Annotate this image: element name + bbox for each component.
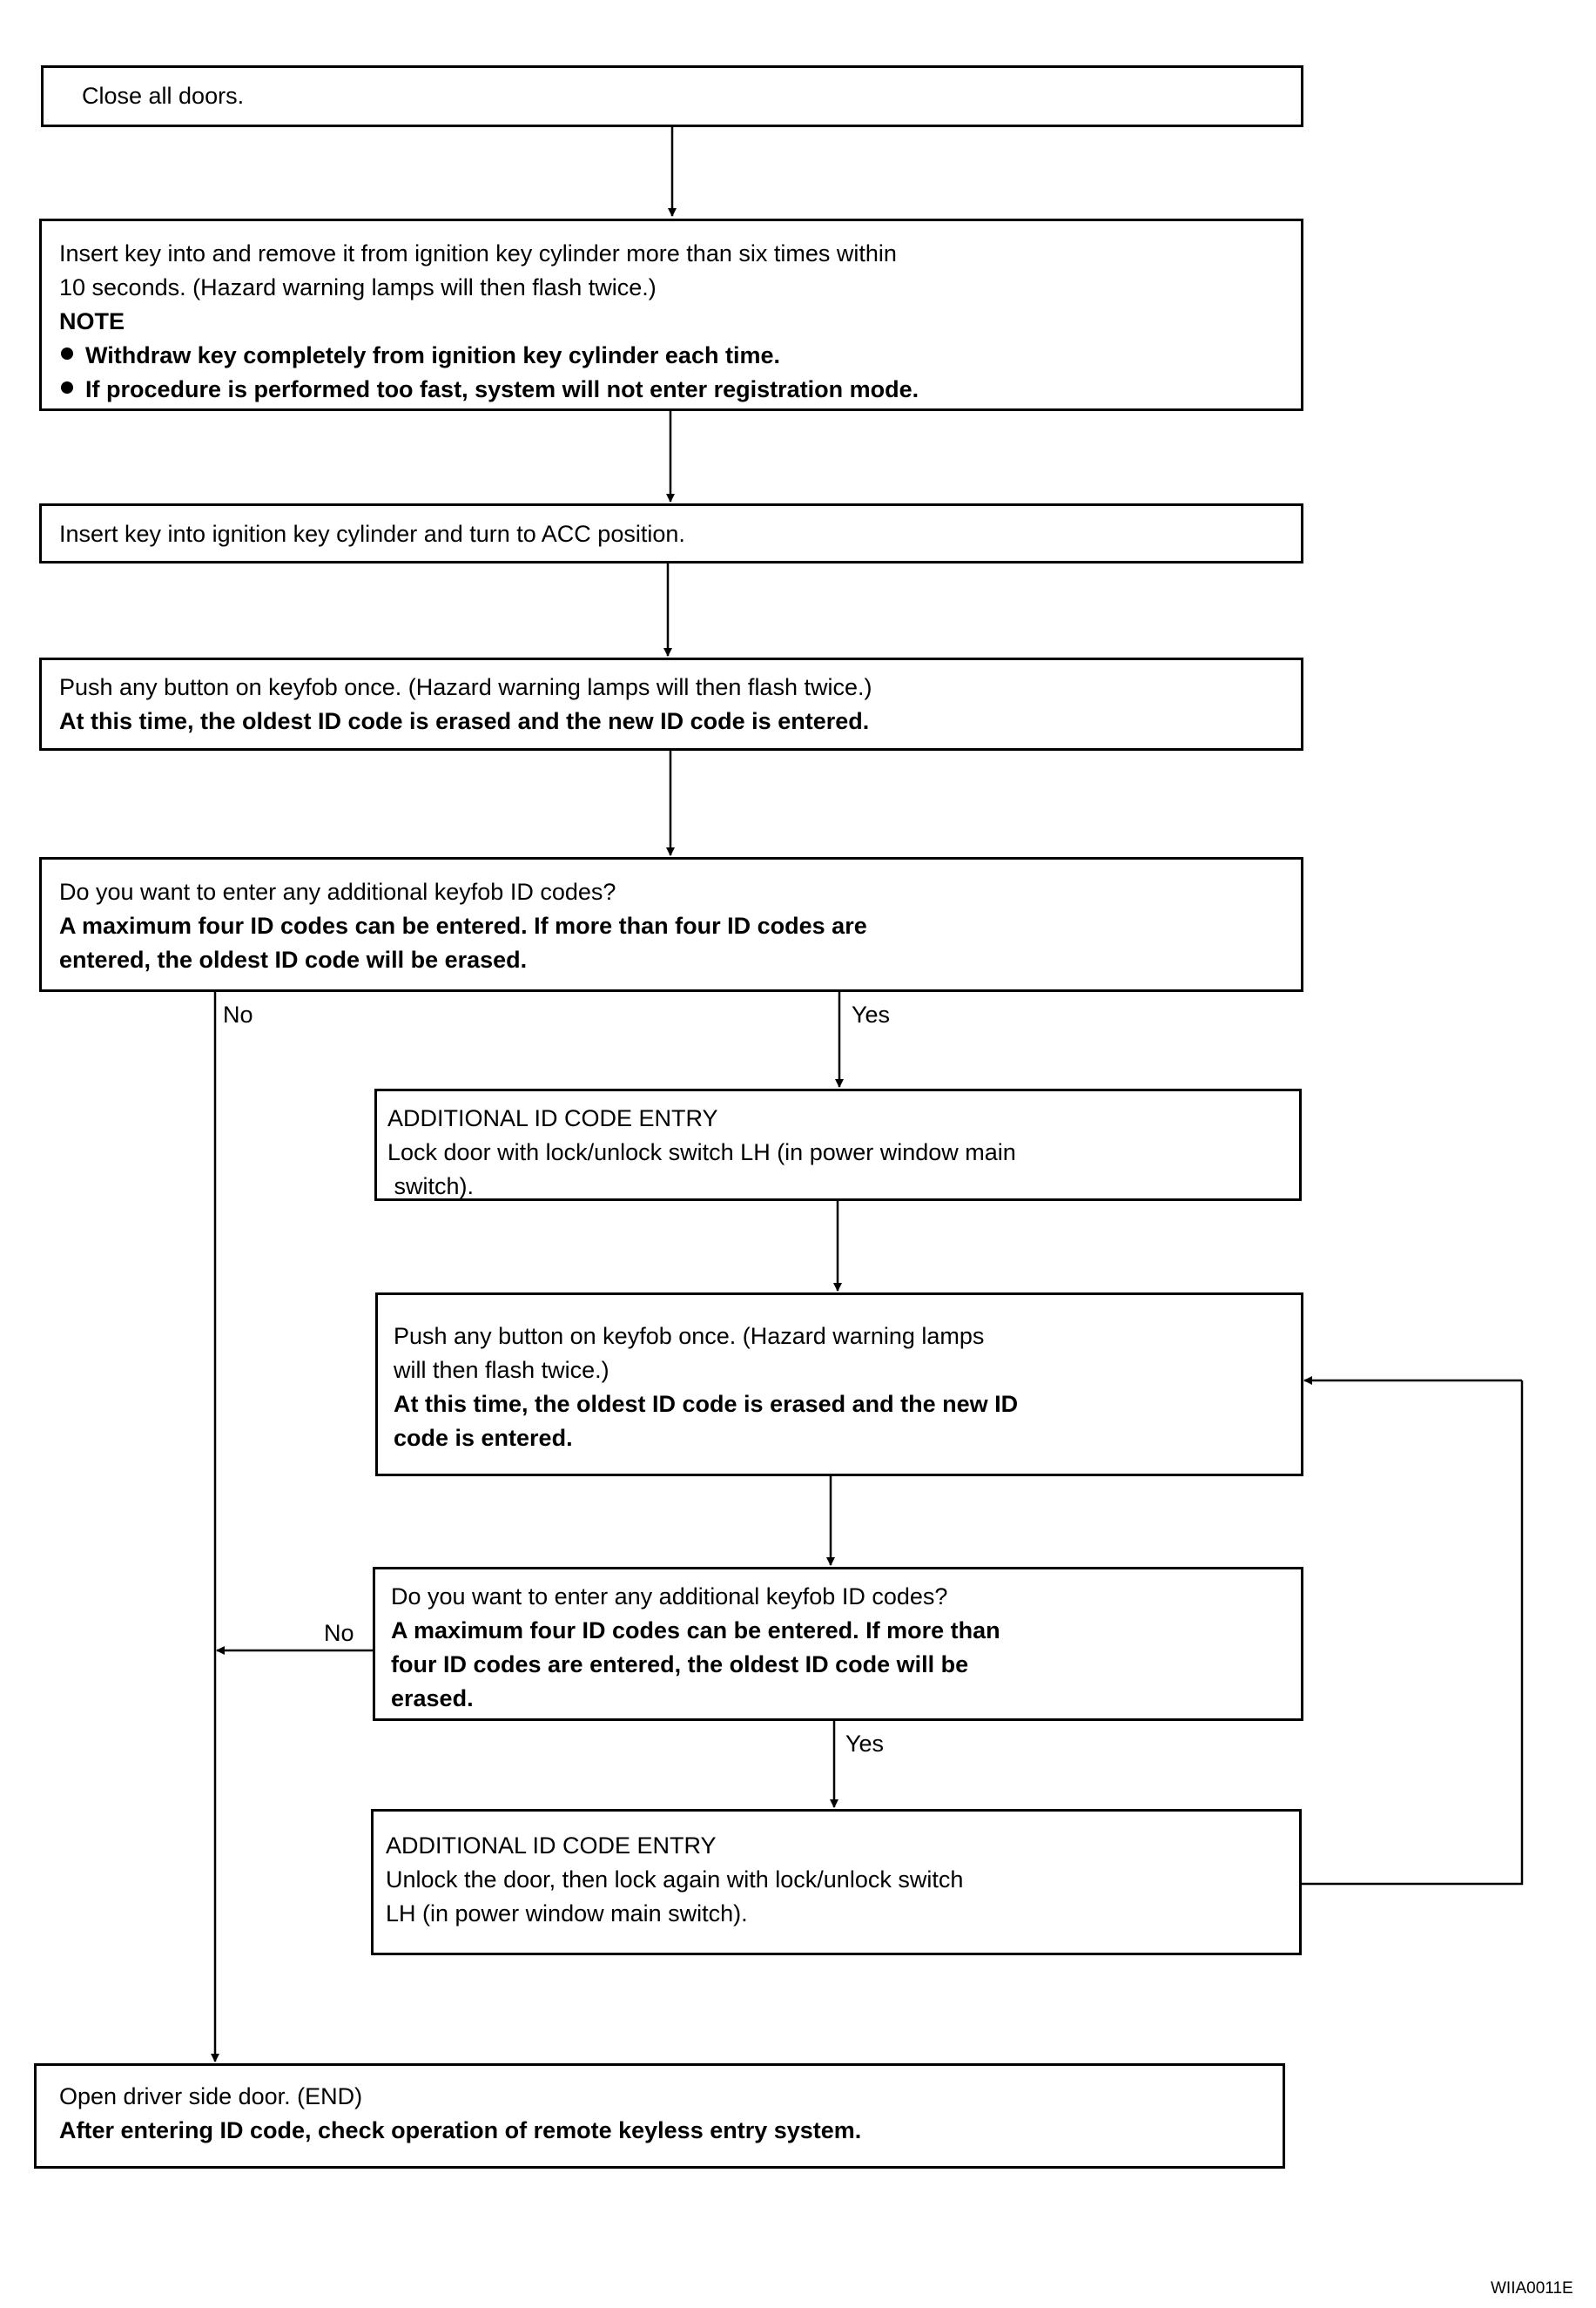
additional-codes-question-1: Do you want to enter any additional keyf… xyxy=(39,857,1303,992)
q2-no-label: No xyxy=(324,1620,354,1646)
end-box: Open driver side door. (END) After enter… xyxy=(34,2063,1285,2169)
q2-line1: Do you want to enter any additional keyf… xyxy=(391,1583,948,1610)
push-button-2-line4: code is entered. xyxy=(394,1425,573,1451)
note-title: NOTE xyxy=(59,308,125,334)
figure-code: WIIA0011E xyxy=(1491,2279,1573,2298)
entry-unlock-line3: LH (in power window main switch). xyxy=(386,1900,748,1927)
push-button-2-line3: At this time, the oldest ID code is eras… xyxy=(394,1391,1019,1417)
entry-lock-line1: ADDITIONAL ID CODE ENTRY xyxy=(387,1105,718,1131)
insert-remove-line1: Insert key into and remove it from ignit… xyxy=(59,240,897,267)
push-button-1-line2: At this time, the oldest ID code is eras… xyxy=(59,708,870,734)
q2-line3: four ID codes are entered, the oldest ID… xyxy=(391,1651,969,1677)
close-all-doors-text: Close all doors. xyxy=(82,83,245,109)
q1-yes-label: Yes xyxy=(852,1002,891,1028)
close-all-doors-box: Close all doors. xyxy=(41,65,1303,127)
end-line1: Open driver side door. (END) xyxy=(59,2083,363,2109)
loop-line-entry-unlock-to-push2 xyxy=(1302,1380,1524,1886)
acc-position-text: Insert key into ignition key cylinder an… xyxy=(59,521,685,547)
push-button-1-line1: Push any button on keyfob once. (Hazard … xyxy=(59,674,872,700)
push-button-2-line2: will then flash twice.) xyxy=(394,1357,609,1383)
q2-line4: erased. xyxy=(391,1685,474,1711)
q1-line2: A maximum four ID codes can be entered. … xyxy=(59,913,867,939)
q1-line3: entered, the oldest ID code will be eras… xyxy=(59,947,528,973)
additional-entry-lock-box: ADDITIONAL ID CODE ENTRY Lock door with … xyxy=(374,1089,1302,1201)
note-bullet-2-text: If procedure is performed too fast, syst… xyxy=(85,376,919,402)
entry-unlock-line2: Unlock the door, then lock again with lo… xyxy=(386,1866,964,1893)
q1-line1: Do you want to enter any additional keyf… xyxy=(59,879,616,905)
entry-unlock-line1: ADDITIONAL ID CODE ENTRY xyxy=(386,1832,717,1859)
end-line2: After entering ID code, check operation … xyxy=(59,2117,862,2143)
note-bullet-1-text: Withdraw key completely from ignition ke… xyxy=(85,342,780,368)
insert-remove-key-box: Insert key into and remove it from ignit… xyxy=(39,219,1303,411)
additional-entry-unlock-box: ADDITIONAL ID CODE ENTRY Unlock the door… xyxy=(371,1809,1302,1955)
push-button-2-line1: Push any button on keyfob once. (Hazard … xyxy=(394,1323,985,1349)
push-button-box-1: Push any button on keyfob once. (Hazard … xyxy=(39,658,1303,751)
q2-line2: A maximum four ID codes can be entered. … xyxy=(391,1617,1000,1643)
bullet-icon xyxy=(61,348,73,360)
additional-codes-question-2: Do you want to enter any additional keyf… xyxy=(373,1567,1303,1721)
entry-lock-line2: Lock door with lock/unlock switch LH (in… xyxy=(387,1139,1016,1165)
note-bullet-1: Withdraw key completely from ignition ke… xyxy=(59,339,1283,373)
acc-position-box: Insert key into ignition key cylinder an… xyxy=(39,503,1303,564)
bullet-icon xyxy=(61,381,73,394)
insert-remove-line2: 10 seconds. (Hazard warning lamps will t… xyxy=(59,274,657,300)
entry-lock-line3: switch). xyxy=(387,1173,475,1199)
q2-yes-label: Yes xyxy=(845,1731,885,1757)
q1-no-label: No xyxy=(223,1002,253,1028)
note-bullet-2: If procedure is performed too fast, syst… xyxy=(59,373,1283,407)
push-button-box-2: Push any button on keyfob once. (Hazard … xyxy=(375,1292,1303,1476)
